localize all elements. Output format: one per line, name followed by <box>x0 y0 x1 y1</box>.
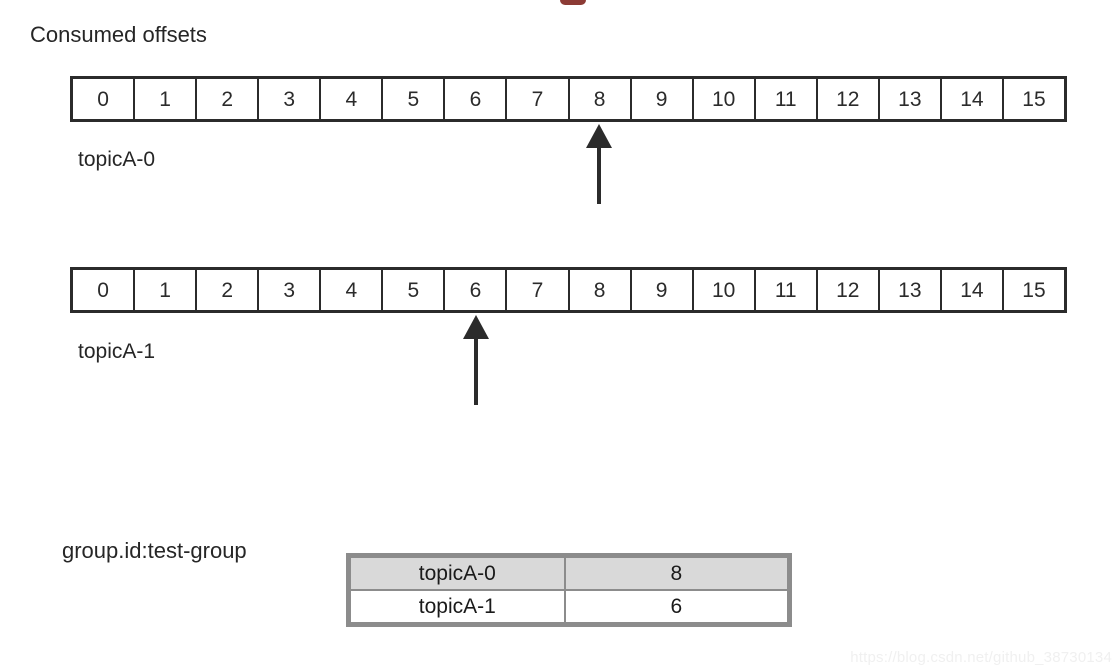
offset-cell: 2 <box>197 79 260 119</box>
offset-cell: 7 <box>507 79 570 119</box>
cutoff-title-remnant <box>560 0 586 5</box>
offset-cell: 11 <box>755 270 818 310</box>
offset-cell: 11 <box>755 79 818 119</box>
offset-cell: 10 <box>693 79 756 119</box>
arrow-shaft <box>473 333 478 405</box>
offset-cell: 13 <box>879 270 942 310</box>
offset-cell: 3 <box>259 270 322 310</box>
table-cell-offset: 8 <box>563 556 790 591</box>
offset-cell: 7 <box>507 270 570 310</box>
offset-cell: 2 <box>197 270 260 310</box>
offset-cell: 6 <box>445 79 508 119</box>
offset-cell: 13 <box>879 79 942 119</box>
partition-label-topicA-0: topicA-0 <box>78 148 156 171</box>
offset-cell: 3 <box>259 79 322 119</box>
offset-cell: 15 <box>1003 79 1064 119</box>
offset-cell: 4 <box>321 270 384 310</box>
offset-cell: 1 <box>135 79 198 119</box>
offset-cell: 14 <box>941 270 1004 310</box>
offset-cell: 14 <box>941 79 1004 119</box>
offset-cell: 9 <box>631 79 694 119</box>
page-title-consumed-offsets: Consumed offsets <box>30 22 207 47</box>
offset-cell: 12 <box>817 79 880 119</box>
offset-cell: 5 <box>383 270 446 310</box>
offset-cell: 8 <box>569 270 632 310</box>
arrow-shaft <box>597 142 602 204</box>
table-cell-topic: topicA-0 <box>349 556 566 591</box>
partition-label-topicA-1: topicA-1 <box>78 340 156 363</box>
offset-cell: 15 <box>1003 270 1064 310</box>
offset-cell: 6 <box>445 270 508 310</box>
table-cell-offset: 6 <box>563 589 790 624</box>
group-id-label: group.id:test-group <box>62 538 247 563</box>
consumed-offset-arrow-topicA-0 <box>584 124 614 206</box>
offset-cell: 4 <box>321 79 384 119</box>
watermark-text: https://blog.csdn.net/github_38730134 <box>850 649 1112 666</box>
offset-cell: 0 <box>73 79 136 119</box>
table-cell-topic: topicA-1 <box>349 589 566 624</box>
consumed-offset-arrow-topicA-1 <box>461 315 491 407</box>
offset-cell: 8 <box>569 79 632 119</box>
offset-cell: 12 <box>817 270 880 310</box>
offset-cell: 9 <box>631 270 694 310</box>
offset-cell: 5 <box>383 79 446 119</box>
offset-cell: 0 <box>73 270 136 310</box>
offset-cell: 10 <box>693 270 756 310</box>
offset-cell: 1 <box>135 270 198 310</box>
